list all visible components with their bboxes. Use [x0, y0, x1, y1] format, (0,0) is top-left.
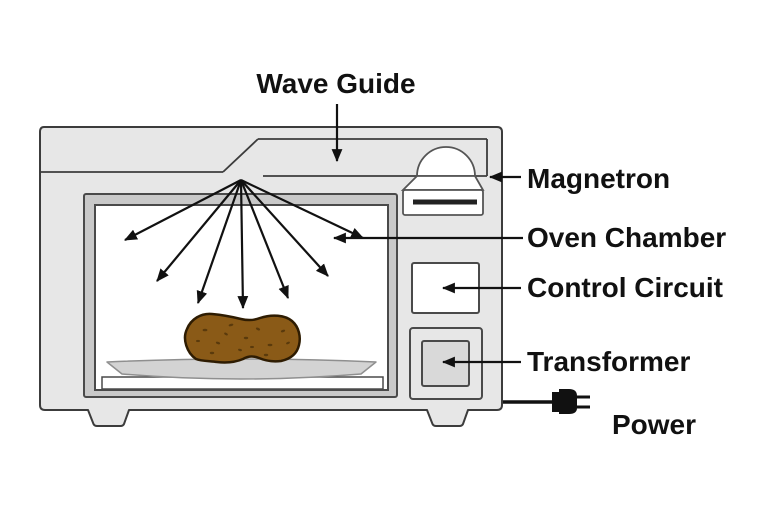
label-pointers: [331, 104, 523, 368]
magnetron: [400, 146, 485, 216]
power-plug-body: [559, 389, 577, 414]
food-speckles: [196, 323, 290, 357]
label-control-circuit: Control Circuit: [527, 272, 723, 303]
plate: [106, 358, 377, 380]
power-plug-icon: [552, 392, 560, 412]
power-cord: [503, 389, 590, 414]
label-power: Power: [612, 409, 696, 440]
label-oven-chamber: Oven Chamber: [527, 222, 726, 253]
magnetron-dome: [416, 146, 476, 177]
transformer-core: [421, 340, 470, 387]
magnetron-neck: [400, 175, 485, 191]
waveguide-channel: [41, 138, 488, 177]
label-transformer: Transformer: [527, 346, 690, 377]
label-magnetron: Magnetron: [527, 163, 670, 194]
label-wave-guide: Wave Guide: [256, 68, 415, 99]
wave-rays: [124, 179, 364, 310]
food: [183, 312, 301, 364]
